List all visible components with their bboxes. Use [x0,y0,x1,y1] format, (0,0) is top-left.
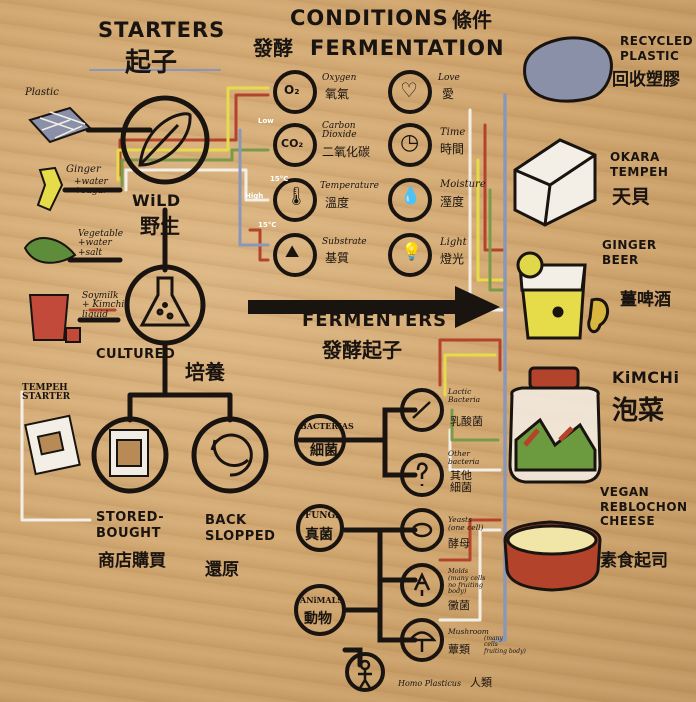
product-recycled-plastic: RECYCLED PLASTIC [620,34,694,63]
product-vegan-cheese: VEGAN REBLOCHON CHEESE [600,485,688,529]
product-okara-tempeh-cn: 天貝 [612,186,651,208]
starter-soymilk-label: Soymilk + Kimchi liquid [82,291,125,320]
fungi-label: FUNGi [305,511,339,521]
wire-green [120,148,270,188]
cultured-label-cn: 培養 [185,360,225,384]
yeasts-label: Yeasts (one cell) [448,515,484,532]
condition-love-cn: 愛 [442,87,455,101]
back-slopped-label: BACK SLOPPED [205,513,276,544]
fungi-label-cn: 真菌 [305,527,333,543]
wire-green-vert [488,188,507,292]
condition-time-cn: 時間 [440,142,465,156]
wire-white-left [20,390,92,522]
product-ginger-beer-cn: 薑啤酒 [620,290,671,310]
bulb-icon: 💡 [401,242,423,262]
wire-white-ferm [448,428,502,472]
cultured-label: CULTURED [96,347,176,362]
heart-icon: ♡ [400,78,418,102]
wire-label-15c-b: 15°C [258,221,277,229]
bacteria-label: BACTERIAS [300,421,354,431]
condition-temperature: Temperature [320,181,379,191]
wire-red [118,93,270,177]
condition-light: Light [440,237,467,248]
mushroom-label: Mushroom [448,627,489,636]
molds-label-cn: 黴菌 [448,599,470,612]
condition-light-cn: 燈光 [440,252,465,266]
tempeh-starter-label: TEMPEH STARTER [22,383,71,403]
co2-icon: CO₂ [281,137,304,150]
starters-heading: STARTERS [98,18,226,42]
condition-love: Love [438,73,460,83]
condition-time: Time [440,127,466,138]
fermentation-heading: FERMENTATION [310,36,505,60]
molds-label: Molds (many cells no fruiting body) [448,567,486,596]
conditions-heading-cn: 條件 [452,8,492,32]
mountain-icon: ⛰ [285,242,300,262]
product-recycled-plastic-cn: 回收塑膠 [612,70,680,90]
fermentation-heading-cn: 發酵 [253,36,293,60]
product-kimchi: KiMCHi [612,368,680,387]
condition-co2-cn: 二氧化碳 [322,145,371,159]
o2-icon: O₂ [284,83,300,97]
wire-blue-main [493,93,507,642]
conditions-heading: CONDITIONS [290,6,449,30]
product-ginger-beer: GINGER BEER [602,238,657,267]
clock-icon: ◷ [400,130,420,155]
condition-temperature-cn: 溫度 [325,196,350,210]
wire-white [124,168,270,202]
other-bacteria-label-cn: 其他 細菌 [450,469,472,495]
product-vegan-cheese-cn: 素食起司 [600,551,668,571]
starters-heading-cn: 起子 [125,48,178,78]
condition-substrate-cn: 基質 [325,251,350,265]
condition-oxygen: Oxygen [322,73,357,83]
starter-vegetable-label: Vegetable +water +salt [78,229,124,258]
wire-blue [238,128,270,247]
wire-red-bottom [438,518,502,562]
homo-plasticus-label-cn: 人類 [470,676,492,689]
droplet-icon: 💧 [400,186,422,206]
wire-red-vert [483,123,507,252]
starter-ginger-label: Ginger [66,164,101,175]
store-bought-label-cn: 商店購買 [98,551,166,571]
wire-yellow-ferm [443,353,497,397]
condition-moisture: Moisture [440,179,486,190]
bacteria-label-cn: 細菌 [310,443,338,459]
condition-oxygen-cn: 氧氣 [325,87,350,101]
homo-plasticus-label: Homo Plasticus [398,679,462,688]
wire-label-15c: 15°C [270,175,289,183]
thermometer-icon: 🌡 [285,186,308,207]
mushroom-note: (many cells fruiting body) [484,635,526,655]
wire-green-ferm [450,408,500,442]
animals-label: ANiMALS [300,595,344,605]
wire-white-bottom [438,528,502,622]
animals-label-cn: 動物 [304,611,332,627]
condition-substrate: Substrate [322,237,367,247]
wire-label-high: High [245,192,264,200]
yeasts-label-cn: 酵母 [448,537,470,550]
wire-yellow [116,86,270,182]
wire-red-ferm [438,338,502,387]
back-slopped-label-cn: 還原 [205,560,239,580]
condition-moisture-cn: 溼度 [440,195,465,209]
wild-label-cn: 野生 [140,214,180,238]
other-bacteria-label: Other bacteria [448,449,480,466]
store-bought-label: STORED- BOUGHT [96,510,165,541]
wild-label: WiLD [132,191,181,210]
fermenters-heading: FERMENTERS [302,310,448,331]
lactic-bacteria-label: Lactic Bacteria [448,387,481,404]
wire-label-low: Low [258,117,274,125]
starter-plastic-label: Plastic [25,87,59,98]
product-okara-tempeh: OKARA TEMPEH [610,150,669,179]
condition-co2: Carbon Dioxide [322,121,357,141]
fermenters-heading-cn: 發酵起子 [322,338,402,362]
starter-ginger-recipe: +water +sugar [74,177,108,197]
lactic-bacteria-label-cn: 乳酸菌 [450,415,483,428]
product-kimchi-cn: 泡菜 [612,396,665,426]
wire-yellow-vert [476,158,507,282]
mushroom-label-cn: 蕈類 [448,643,470,656]
